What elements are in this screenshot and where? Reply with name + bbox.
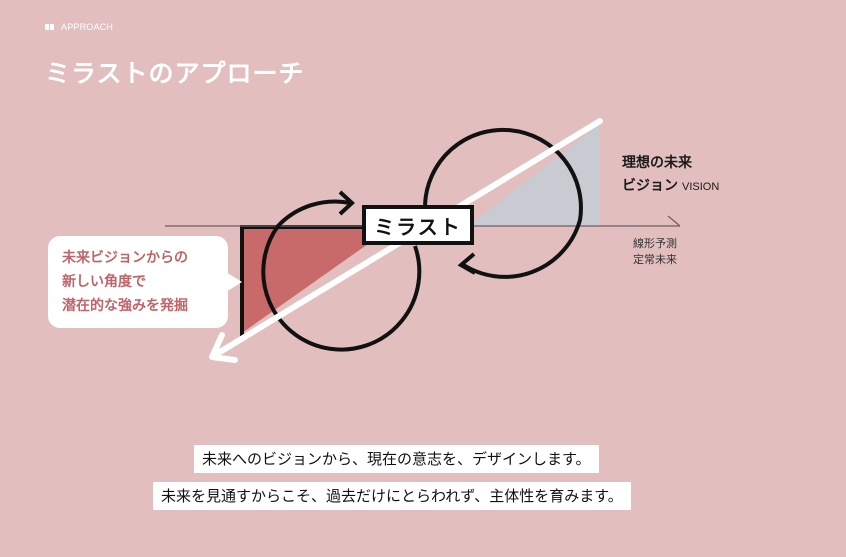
section-tag: APPROACH xyxy=(45,22,113,32)
potential-area xyxy=(242,227,392,333)
vision-area xyxy=(468,124,600,226)
bubble-line3: 潜在的な強みを発掘 xyxy=(62,298,188,314)
linear-label-line1: 線形予測 xyxy=(633,237,677,250)
upper-loop-arrow xyxy=(423,127,583,279)
upper-loop-arrowhead xyxy=(457,252,476,275)
potential-area-border xyxy=(240,225,366,336)
axis-arrow-tick xyxy=(667,215,681,227)
page-title: ミラストのアプローチ xyxy=(45,59,305,88)
lower-loop-arrowhead xyxy=(338,190,355,216)
vision-label-line1: 理想の未来 xyxy=(622,155,692,171)
section-tag-label: APPROACH xyxy=(61,22,114,32)
bubble-line1: 未来ビジョンからの xyxy=(62,250,188,266)
vision-label: 理想の未来 ビジョン VISION xyxy=(622,152,719,199)
vision-label-jp: ビジョン xyxy=(622,178,678,194)
caption-line-2: 未来を見通すからこそ、過去だけにとらわれず、主体性を育みます。 xyxy=(153,482,631,510)
speech-bubble: 未来ビジョンからの 新しい角度で 潜在的な強みを発掘 xyxy=(48,236,228,328)
vision-label-line2: ビジョン VISION xyxy=(622,175,719,199)
diagonal-arrowhead xyxy=(209,332,238,363)
caption-line-1: 未来へのビジョンから、現在の意志を、デザインします。 xyxy=(194,445,599,473)
bubble-line2: 新しい角度で xyxy=(62,274,146,290)
vision-label-en: VISION xyxy=(682,181,720,193)
section-marker-icon xyxy=(45,22,55,32)
mirasuto-logo: ミラスト xyxy=(362,205,474,245)
linear-label-line2: 定常未来 xyxy=(633,253,677,266)
speech-bubble-tail xyxy=(226,272,242,292)
linear-forecast-label: 線形予測 定常未来 xyxy=(633,236,677,268)
lower-loop-arrow xyxy=(261,199,422,352)
